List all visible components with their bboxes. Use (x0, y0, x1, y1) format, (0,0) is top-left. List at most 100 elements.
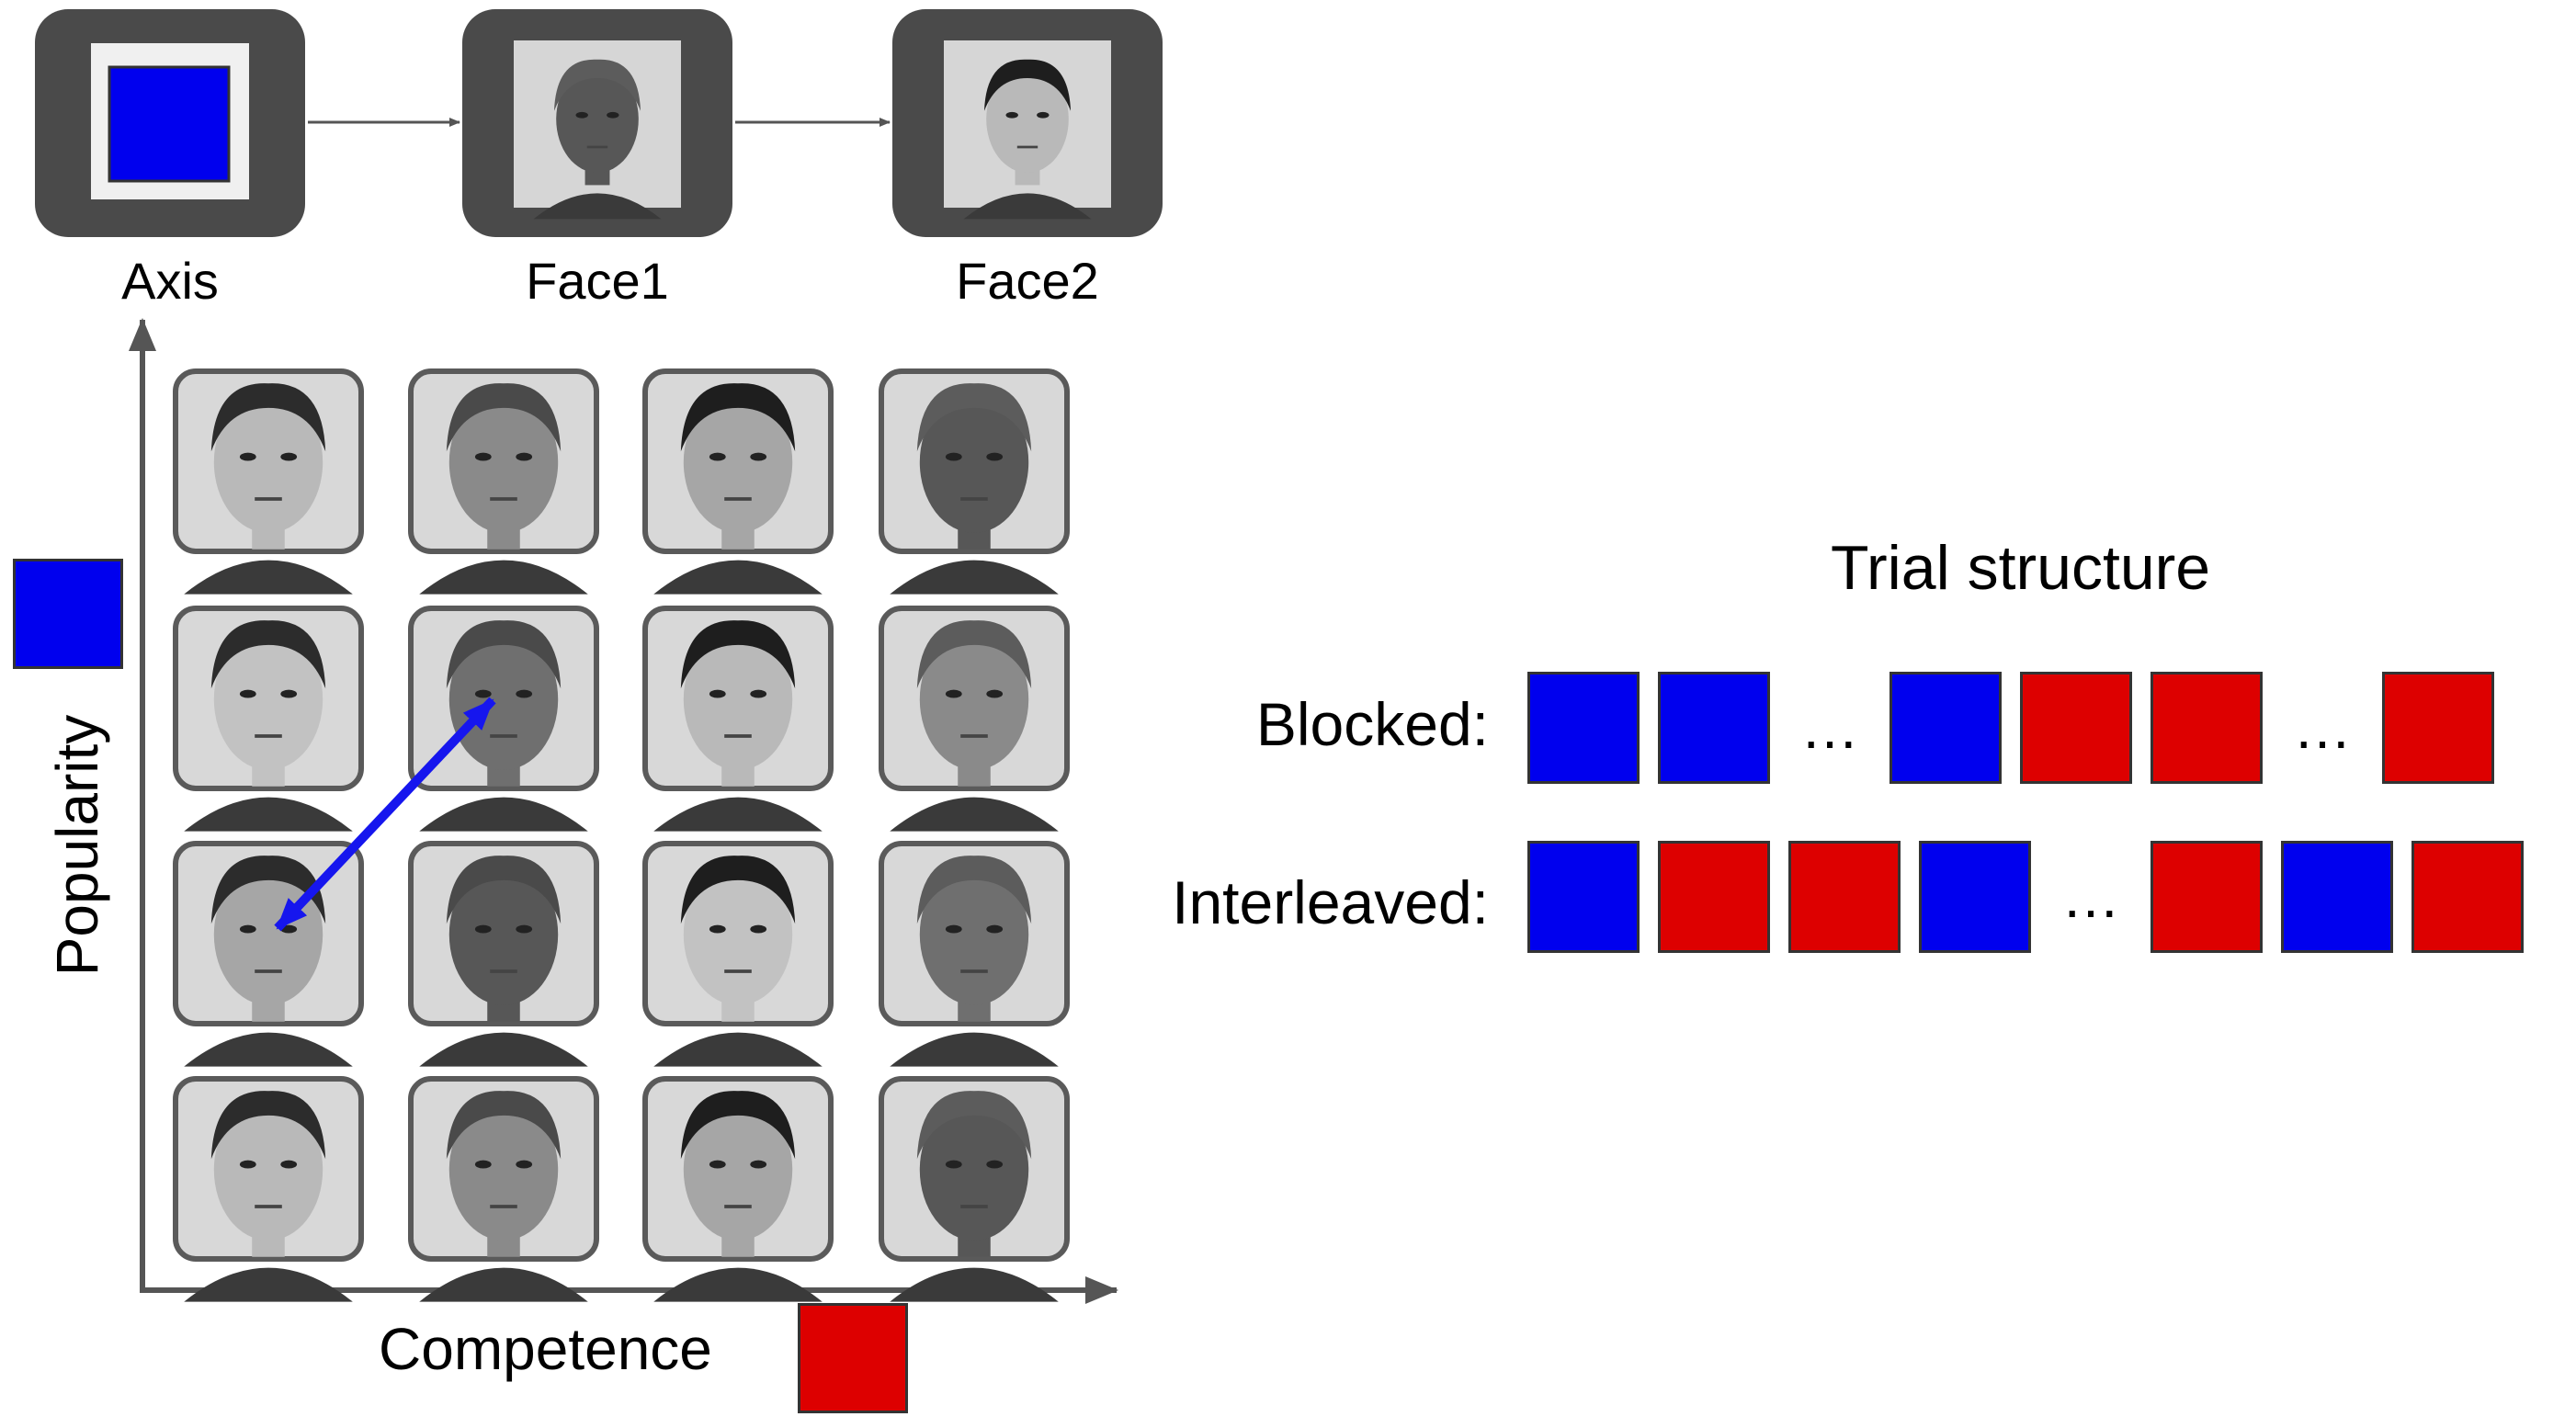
blocked-label: Blocked: (1255, 690, 1489, 758)
competence-cue-square (798, 1303, 908, 1413)
trial-block-red (2411, 841, 2524, 953)
face-cell-r4-c4 (879, 1076, 1070, 1302)
popularity-label-wrap: Popularity (44, 715, 110, 977)
popularity-label: Popularity (44, 715, 110, 977)
face-cell-r2-c2 (408, 606, 599, 832)
face-cell-r1-c3 (642, 368, 834, 595)
shoulders (184, 1032, 353, 1067)
shoulders (653, 560, 823, 595)
eye-left (239, 689, 256, 698)
face-grid-panel (129, 318, 1118, 1304)
shoulders (184, 797, 353, 832)
face-cell-r2-c1 (173, 606, 364, 832)
hair (680, 383, 796, 452)
hair (680, 620, 796, 689)
eye-right (750, 1160, 767, 1169)
eye-left (709, 689, 726, 698)
eye-left (239, 452, 256, 461)
hair (210, 383, 326, 452)
hair (680, 1091, 796, 1160)
face-head (919, 864, 1029, 1005)
shoulders (890, 1267, 1059, 1302)
face-head (919, 391, 1029, 533)
hair (210, 1091, 326, 1160)
eye-right (516, 452, 533, 461)
sequence-label-axis: Axis (121, 252, 219, 310)
trial-block-red (2150, 672, 2263, 784)
shoulders (419, 1267, 588, 1302)
face-cell-r1-c4 (879, 368, 1070, 595)
interleaved-label: Interleaved: (1172, 868, 1489, 936)
face-head (448, 391, 559, 533)
blocked-sequence: …… (1527, 671, 2566, 785)
trial-block-red (1788, 841, 1901, 953)
ellipsis: … (2061, 864, 2120, 930)
eye-right (986, 1160, 1004, 1169)
face-head (919, 629, 1029, 770)
eye-right (516, 1160, 533, 1169)
interleaved-sequence: … (1527, 840, 2566, 954)
shoulders (184, 1267, 353, 1302)
shoulders (653, 1267, 823, 1302)
sequence-slot-2 (462, 9, 732, 237)
trial-structure-title: Trial structure (1831, 533, 2211, 603)
eye-right (986, 924, 1004, 934)
shoulders (890, 560, 1059, 595)
hair (916, 856, 1032, 924)
shoulders (419, 1032, 588, 1067)
face-head (213, 1099, 323, 1241)
eye-right (280, 689, 298, 698)
sequence-slot-1 (35, 9, 305, 237)
trial-block-blue (2281, 841, 2393, 953)
eye-left (945, 689, 962, 698)
face-cell-r3-c2 (408, 841, 599, 1067)
sequence-panel: Axis Face1 Face2 (35, 9, 1163, 310)
eye-left (1005, 111, 1018, 119)
sequence-slot-3 (892, 9, 1163, 237)
trial-block-blue (1889, 672, 2002, 784)
hair (553, 59, 641, 111)
hair (680, 856, 796, 924)
face-link-arrow (274, 697, 496, 932)
eye-left (945, 924, 962, 934)
trial-block-blue (1658, 672, 1770, 784)
eye-right (986, 452, 1004, 461)
eye-left (575, 111, 588, 119)
eye-right (280, 1160, 298, 1169)
eye-left (709, 924, 726, 934)
eye-right (750, 452, 767, 461)
hair (916, 620, 1032, 689)
trial-block-red (1658, 841, 1770, 953)
eye-left (474, 924, 492, 934)
face-cell-r2-c4 (879, 606, 1070, 832)
face-head (683, 391, 793, 533)
face-cell-r3-c4 (879, 841, 1070, 1067)
trial-block-red (2150, 841, 2263, 953)
face-cell-r4-c3 (642, 1076, 834, 1302)
shoulders (653, 1032, 823, 1067)
shoulders (890, 797, 1059, 832)
eye-left (474, 689, 492, 698)
hair (210, 620, 326, 689)
shoulders (184, 560, 353, 595)
hair (446, 1091, 562, 1160)
eye-left (945, 1160, 962, 1169)
hair (983, 59, 1072, 111)
face-head (683, 1099, 793, 1241)
face-head (683, 629, 793, 770)
sequence-label-face2: Face2 (956, 252, 1099, 310)
ellipsis: … (2293, 695, 2352, 761)
face-head (448, 1099, 559, 1241)
shoulders (890, 1032, 1059, 1067)
eye-right (750, 924, 767, 934)
face-cell-r1-c2 (408, 368, 599, 595)
face-head (556, 65, 639, 173)
hair (916, 1091, 1032, 1160)
trial-block-red (2382, 672, 2494, 784)
eye-right (516, 689, 533, 698)
eye-right (1037, 111, 1050, 119)
trial-block-blue (1527, 672, 1640, 784)
popularity-cue-square (13, 559, 123, 669)
eye-left (709, 452, 726, 461)
shoulders (533, 193, 662, 220)
